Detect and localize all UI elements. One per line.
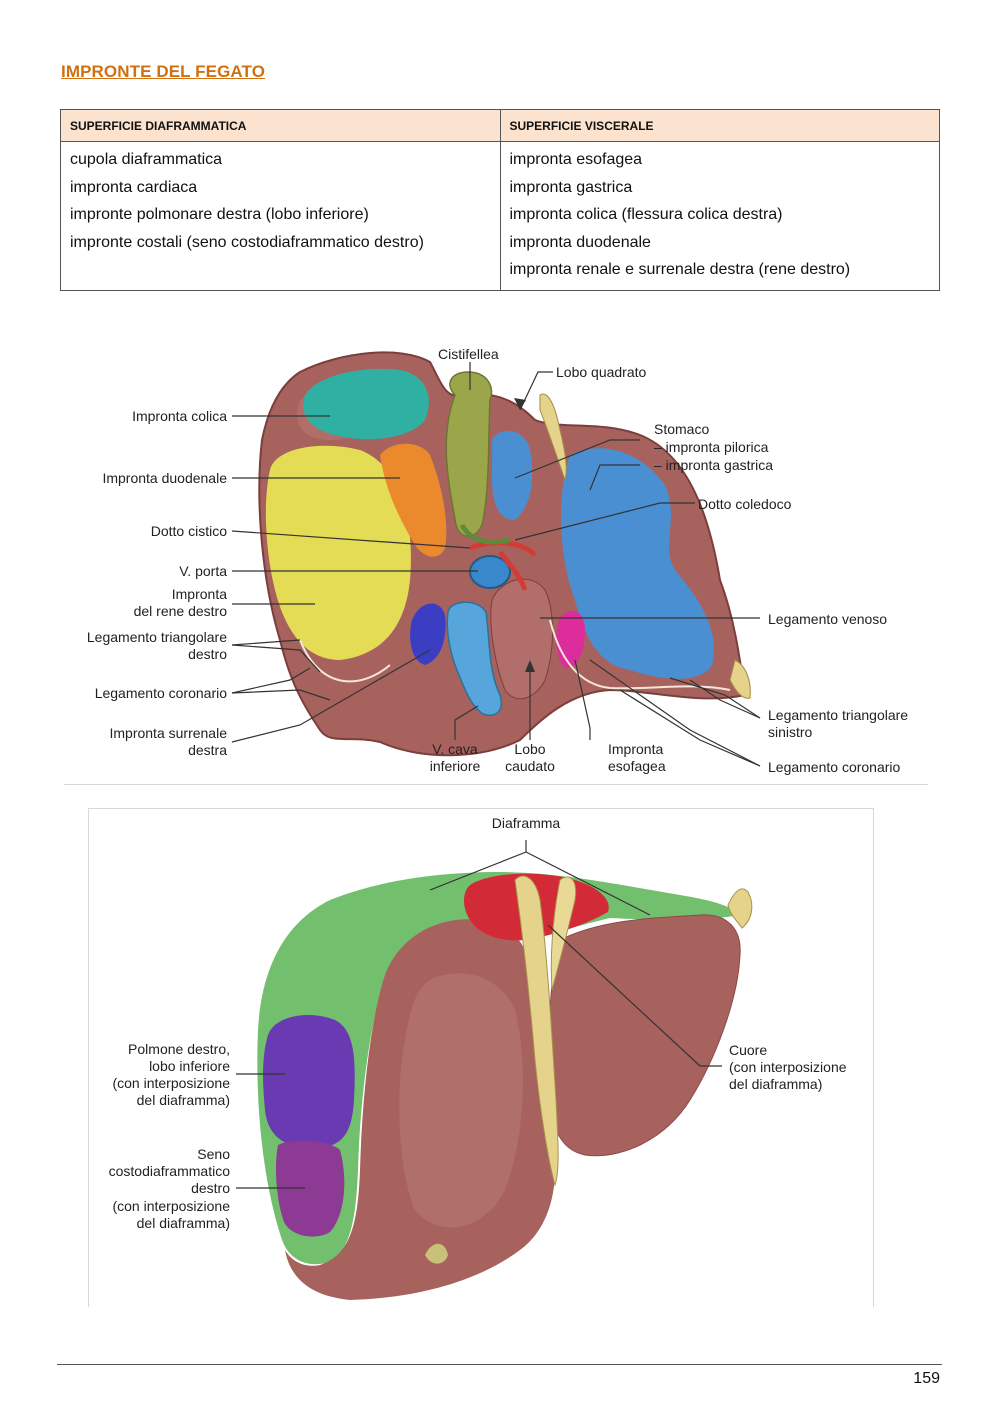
label-rene-1: Impronta xyxy=(172,586,227,602)
round-ligament xyxy=(539,393,567,482)
label-leg-tri-sin-2: sinistro xyxy=(768,724,813,740)
label-vcava-1: V. cava xyxy=(432,741,478,757)
liver-right-lobe-shade xyxy=(399,973,523,1228)
label-seno-4: (con interposizione xyxy=(112,1198,230,1214)
label-v-porta: V. porta xyxy=(179,563,227,579)
label-seno-5: del diaframma) xyxy=(137,1215,230,1231)
figure-divider xyxy=(64,784,928,785)
label-cuore-1: Cuore xyxy=(729,1042,767,1058)
label-leg-tri-dx-2: destro xyxy=(188,646,227,662)
arrow-head xyxy=(514,398,526,410)
label-impronta-gastrica: – impronta gastrica xyxy=(654,457,773,473)
label-esofagea-2: esofagea xyxy=(608,758,666,774)
gallbladder-tip xyxy=(425,1243,448,1264)
gallbladder xyxy=(445,371,493,537)
falciform-ligament-2 xyxy=(550,876,577,991)
label-esofagea-1: Impronta xyxy=(608,741,663,757)
label-lobo-caudato-2: caudato xyxy=(505,758,555,774)
label-polmone-3: (con interposizione xyxy=(112,1075,230,1091)
label-leg-coronario-right: Legamento coronario xyxy=(768,759,901,775)
label-seno-2: costodiaframmatico xyxy=(109,1163,231,1179)
gastric-impression xyxy=(560,448,714,679)
label-impronta-pilorica: – impronta pilorica xyxy=(654,439,769,455)
label-lobo-quadrato: Lobo quadrato xyxy=(556,364,647,380)
table-header-row: SUPERFICIE DIAFRAMMATICA SUPERFICIE VISC… xyxy=(60,109,940,142)
common-bile-duct xyxy=(459,523,511,545)
header-viscerale: SUPERFICIE VISCERALE xyxy=(499,109,940,142)
costal-impression xyxy=(276,1140,345,1237)
liver-left-lobe xyxy=(548,914,741,1157)
suprarenal-impression xyxy=(410,603,446,665)
falciform-ligament xyxy=(514,875,559,1187)
label-dotto-cistico: Dotto cistico xyxy=(151,523,227,539)
diaphragmatic-surface-figure: Diaframma Polmone destro, lobo inferiore… xyxy=(109,815,847,1300)
list-item: impronta colica (flessura colica destra) xyxy=(509,206,783,224)
label-dotto-coledoco: Dotto coledoco xyxy=(698,496,792,512)
leader-lines-2 xyxy=(236,840,722,1189)
coronary-ligament-line xyxy=(299,619,731,691)
label-leg-coronario-left: Legamento coronario xyxy=(95,685,228,701)
left-triangular-ligament-tip-2 xyxy=(727,888,753,929)
header-diaframmatica: SUPERFICIE DIAFRAMMATICA xyxy=(60,109,501,142)
leader-lines xyxy=(231,362,761,767)
label-stomaco: Stomaco xyxy=(654,421,709,437)
colic-impression xyxy=(303,368,429,440)
label-surrenale-2: destra xyxy=(188,742,227,758)
impronte-table: SUPERFICIE DIAFRAMMATICA SUPERFICIE VISC… xyxy=(60,109,940,291)
label-diaframma: Diaframma xyxy=(492,815,561,831)
list-item: impronte polmonare destra (lobo inferior… xyxy=(70,206,369,224)
label-polmone-4: del diaframma) xyxy=(137,1092,230,1108)
duodenal-impression xyxy=(380,443,447,557)
label-impronta-colica: Impronta colica xyxy=(132,408,227,424)
table-row: cupola diaframmatica impronta cardiaca i… xyxy=(60,141,940,291)
list-item: impronta renale e surrenale destra (rene… xyxy=(509,261,851,279)
label-leg-tri-sin-1: Legamento triangolare xyxy=(768,707,908,723)
list-item: impronta esofagea xyxy=(509,151,643,168)
figure2-frame xyxy=(88,808,874,1307)
caudate-lobe xyxy=(490,578,553,700)
label-polmone-2: lobo inferiore xyxy=(149,1058,230,1074)
label-polmone-1: Polmone destro, xyxy=(128,1041,230,1057)
label-rene-2: del rene destro xyxy=(134,603,228,619)
arrow-head xyxy=(525,660,535,672)
diaphragm-area xyxy=(257,872,740,1265)
page-number: 159 xyxy=(913,1370,940,1387)
lung-impression xyxy=(263,1015,355,1149)
list-item: impronta duodenale xyxy=(509,233,651,251)
label-vcava-2: inferiore xyxy=(430,758,481,774)
list-item: impronte costali (seno costodiaframmatic… xyxy=(70,233,424,251)
label-cistifellea: Cistifellea xyxy=(438,346,499,362)
label-legamento-venoso: Legamento venoso xyxy=(768,611,887,627)
inferior-vena-cava xyxy=(446,601,502,716)
portal-vein xyxy=(469,555,511,589)
label-lobo-caudato-1: Lobo xyxy=(514,741,545,757)
cell-viscerale: impronta esofagea impronta gastrica impr… xyxy=(499,141,940,291)
cell-diaframmatica: cupola diaframmatica impronta cardiaca i… xyxy=(60,141,501,291)
pyloric-impression xyxy=(492,430,533,520)
list-item: impronta gastrica xyxy=(509,178,633,196)
list-item: impronta cardiaca xyxy=(70,178,198,196)
visceral-surface-figure: Cistifellea Lobo quadrato Stomaco – impr… xyxy=(87,346,908,775)
label-cuore-2: (con interposizione xyxy=(729,1059,847,1075)
renal-impression xyxy=(265,445,411,660)
label-leg-tri-dx-1: Legamento triangolare xyxy=(87,629,227,645)
label-seno-3: destro xyxy=(191,1180,230,1196)
label-seno-1: Seno xyxy=(197,1146,230,1162)
list-item: cupola diaframmatica xyxy=(70,151,223,168)
label-surrenale-1: Impronta surrenale xyxy=(109,725,227,741)
label-cuore-3: del diaframma) xyxy=(729,1076,822,1092)
page-title: IMPRONTE DEL FEGATO xyxy=(61,62,266,81)
footer-divider xyxy=(57,1364,942,1365)
label-impronta-duodenale: Impronta duodenale xyxy=(102,470,227,486)
left-triangular-ligament-tip xyxy=(729,659,751,699)
